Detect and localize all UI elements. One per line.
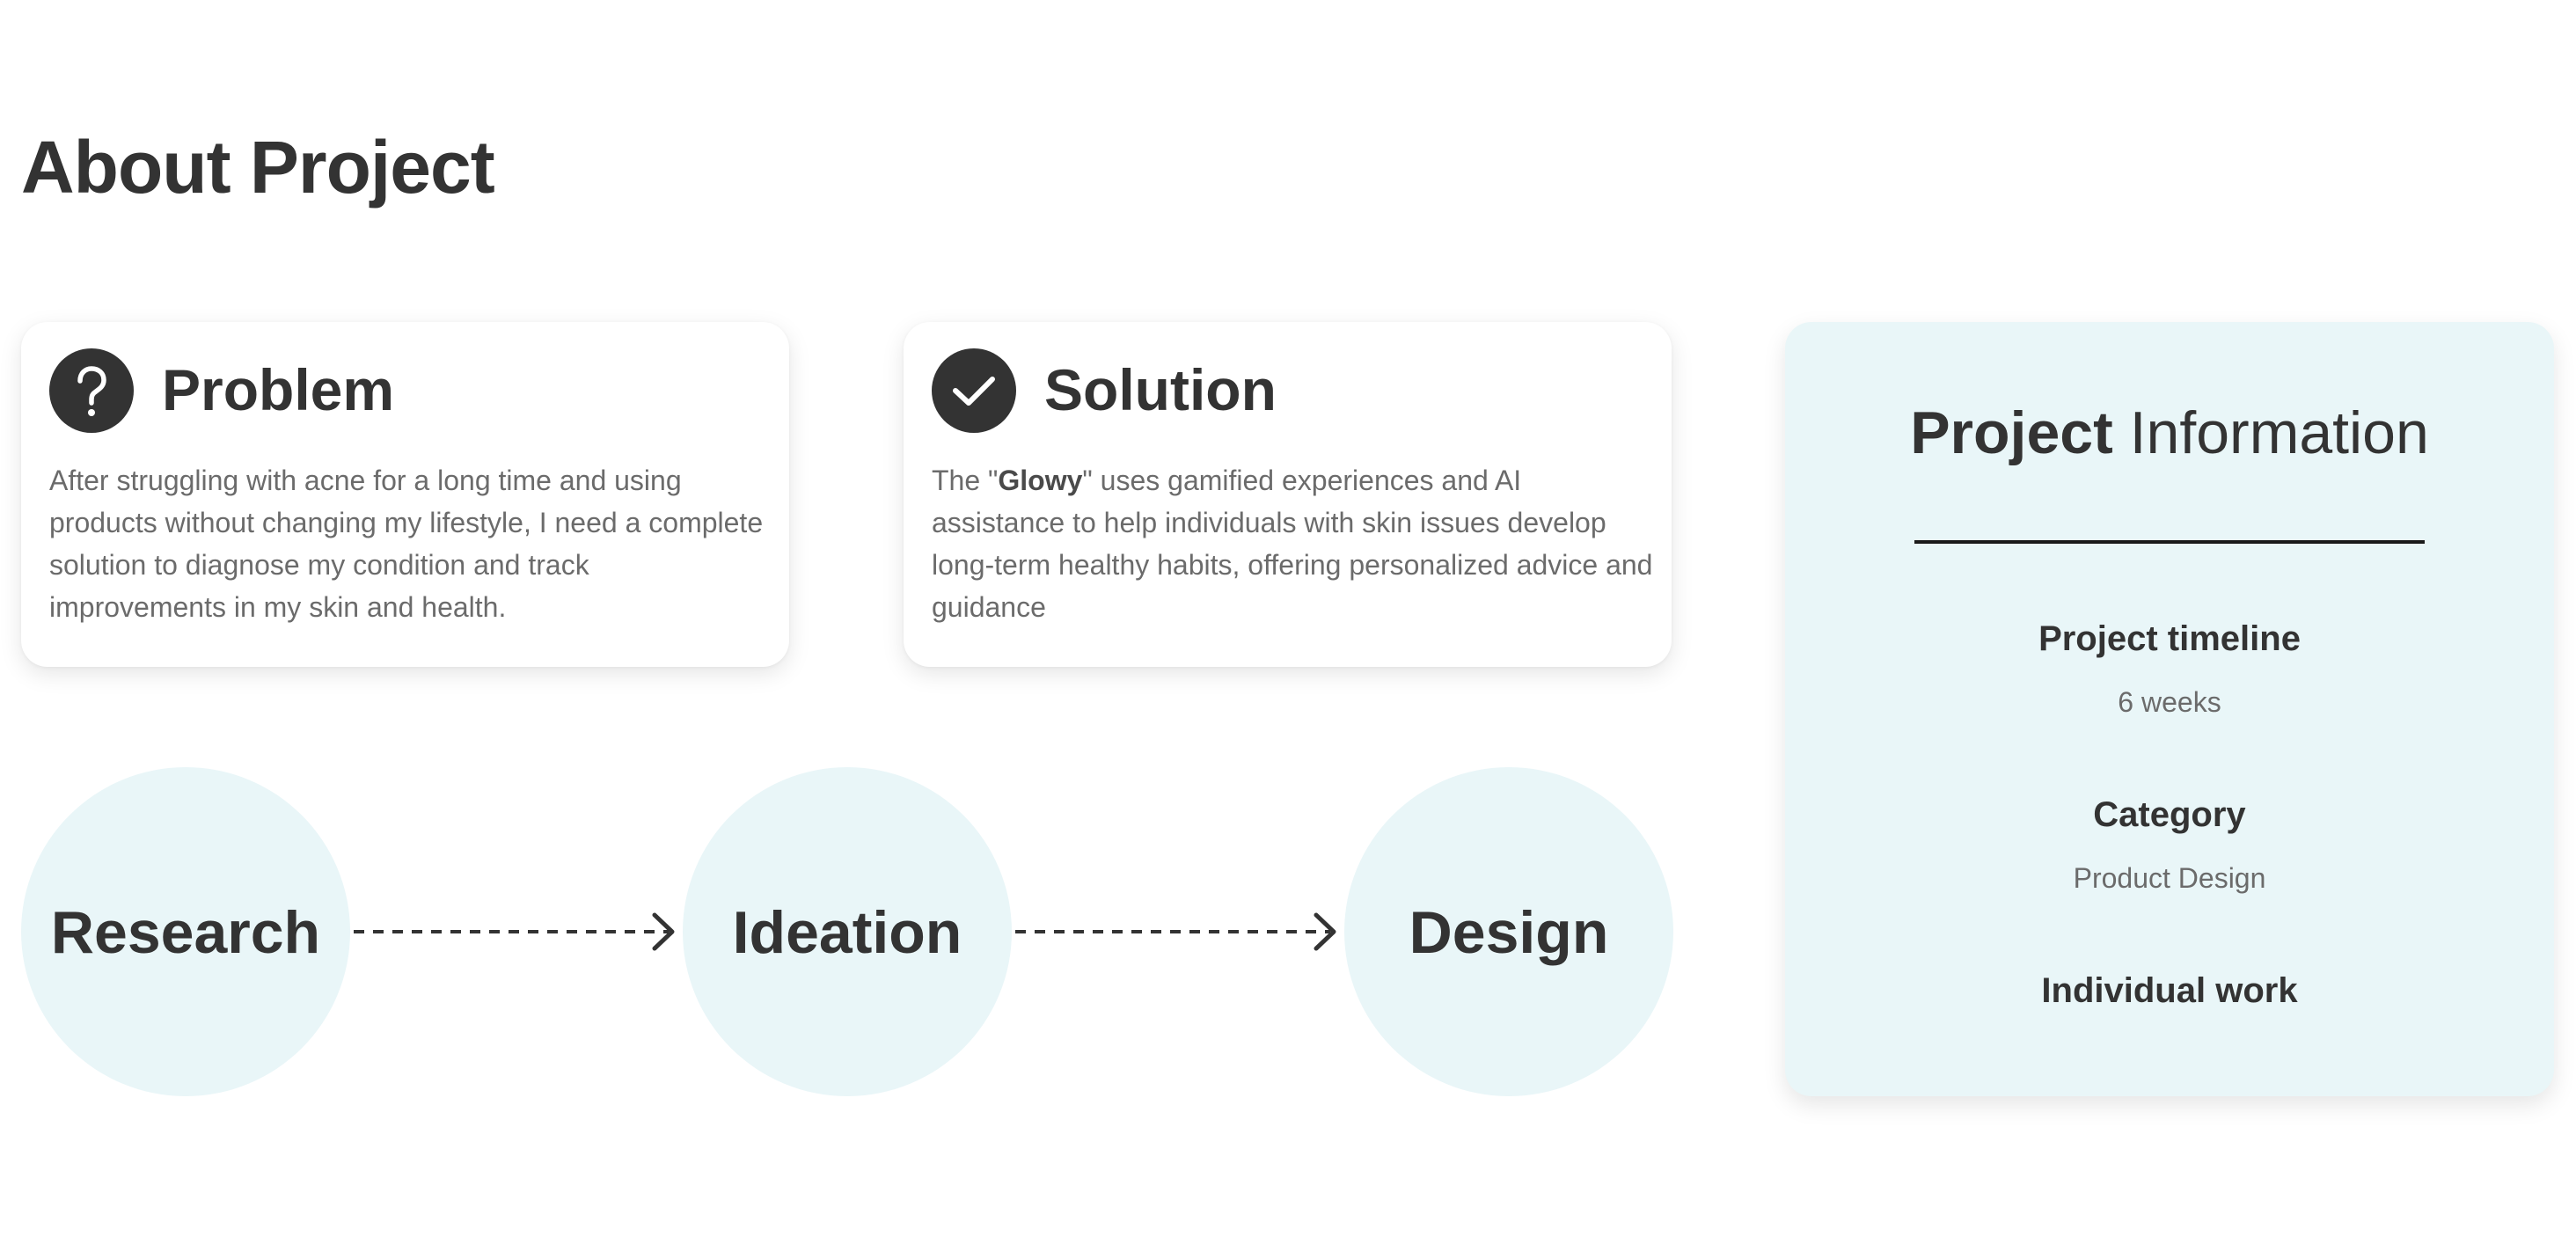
step-label: Design [1409, 899, 1609, 966]
dashed-arrow-right-icon [354, 912, 675, 951]
process-step-design: Design [1344, 767, 1673, 1096]
solution-card: Solution The "Glowy" uses gamified exper… [904, 322, 1672, 667]
project-timeline-label: Project timeline [2038, 619, 2301, 658]
solution-text-end: " uses gamified experiences and AI assis… [932, 465, 1653, 623]
step-label: Ideation [732, 899, 962, 966]
solution-heading: Solution [1044, 357, 1277, 422]
problem-text: After struggling with acne for a long ti… [49, 465, 764, 623]
step-label: Research [50, 899, 321, 966]
project-information-panel: Project Information Project timeline 6 w… [1785, 322, 2554, 1096]
process-step-ideation: Ideation [683, 767, 1012, 1096]
product-name: Glowy [998, 465, 1083, 496]
info-divider [1914, 540, 2425, 544]
problem-card: Problem After struggling with acne for a… [21, 322, 789, 667]
info-title-bold: Project [1910, 399, 2113, 466]
project-information-title: Project Information [1785, 403, 2554, 463]
category-value: Product Design [2073, 862, 2266, 894]
project-timeline-value: 6 weeks [2118, 686, 2221, 718]
work-type-label: Individual work [2041, 971, 2298, 1010]
process-step-research: Research [21, 767, 350, 1096]
check-circle-icon [932, 348, 1016, 433]
info-title-light: Information [2112, 399, 2429, 466]
solution-text-start: The " [932, 465, 999, 496]
solution-text: The "Glowy" uses gamified experiences an… [932, 459, 1653, 628]
question-circle-icon [49, 348, 134, 433]
problem-heading: Problem [162, 357, 395, 422]
dashed-arrow-right-icon [1015, 912, 1336, 951]
category-label: Category [2093, 795, 2246, 834]
page-title: About Project [21, 126, 495, 209]
